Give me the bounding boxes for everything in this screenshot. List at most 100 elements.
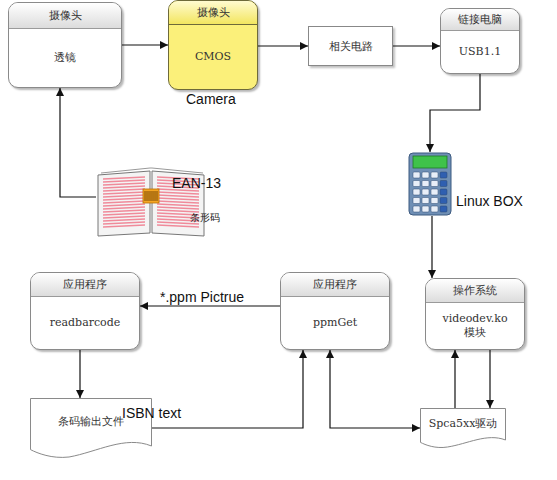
barcode-icon-bar (155, 191, 156, 201)
barcode-stripe (103, 195, 145, 197)
barcode-stripe (103, 225, 145, 227)
barcode-icon-bar (153, 191, 154, 201)
barcode-caption: EAN-13 (172, 175, 221, 191)
book-edge (101, 168, 203, 173)
box-header: 应用程序 (31, 273, 139, 297)
barcode-icon-bar (145, 191, 146, 201)
barcode-stripe (157, 198, 199, 200)
barcode-stripe (103, 216, 145, 218)
barcode-book: EAN-13条形码 (96, 165, 206, 237)
barcode-stripe (157, 201, 199, 203)
box-body-text: readbarcode (50, 316, 121, 330)
connector-arrow (330, 350, 420, 428)
connector-arrow (393, 45, 440, 46)
device-key (431, 181, 438, 187)
box-body-text: ppmGet (313, 316, 357, 330)
box-body-text: 透镜 (54, 51, 76, 65)
box-body: videodev.ko 模块 (426, 303, 524, 349)
barcode-stripe (103, 219, 145, 221)
connector-arrow (431, 216, 432, 278)
device-key (440, 206, 447, 212)
box-body-text: videodev.ko 模块 (439, 312, 511, 340)
box-heading: 操作系统 (453, 283, 497, 298)
connector-arrow (258, 45, 308, 46)
process-box: 操作系统 videodev.ko 模块 (425, 278, 525, 350)
connector-arrow (122, 44, 168, 45)
box-body: ppmGet (281, 297, 389, 349)
barcode-stripe (157, 192, 199, 194)
barcode-stripe (103, 180, 145, 182)
device-key (413, 198, 420, 204)
device-key (422, 189, 429, 195)
box-heading: 应用程序 (313, 277, 357, 292)
barcode-stripe (103, 198, 145, 200)
device-key (431, 189, 438, 195)
edge-label: ISBN text (122, 405, 181, 421)
device-key (431, 206, 438, 212)
device-label: Linux BOX (456, 193, 523, 209)
box-header: 应用程序 (281, 273, 389, 297)
document-body: Spca5xx驱动 (420, 408, 506, 439)
barcode-stripe (157, 225, 199, 227)
device-screen (413, 156, 447, 168)
device-key (422, 206, 429, 212)
barcode-stripe (103, 177, 145, 179)
book-page (98, 171, 150, 236)
barcode-caption: 条形码 (190, 211, 220, 225)
connector-arrow (79, 350, 80, 398)
box-body: USB1.1 (441, 31, 519, 73)
device-key (413, 206, 420, 212)
box-header: 摄像头 (9, 3, 121, 29)
box-heading: 链接电脑 (458, 12, 502, 27)
barcode-icon-bar (147, 191, 148, 201)
box-body-text: USB1.1 (459, 45, 501, 59)
annotation-label: Camera (186, 91, 236, 107)
barcode-stripe (157, 204, 199, 206)
box-header: 摄像头 (169, 1, 257, 25)
document-shape: Spca5xx驱动 (420, 408, 506, 448)
process-box: 链接电脑 USB1.1 (440, 8, 520, 74)
barcode-icon-bar (157, 191, 158, 201)
device-key (413, 189, 420, 195)
box-header: 操作系统 (426, 279, 524, 303)
barcode-stripe (103, 201, 145, 203)
device-key (422, 181, 429, 187)
barcode-stripe (103, 186, 145, 188)
device-key (440, 198, 447, 204)
document-text: Spca5xx驱动 (429, 416, 498, 431)
connector-arrow (60, 88, 96, 197)
device-key (413, 181, 420, 187)
barcode-stripe (103, 213, 145, 215)
barcode-stripe (103, 189, 145, 191)
device-body (409, 153, 451, 215)
box-header: 链接电脑 (441, 9, 519, 31)
device-key (440, 189, 447, 195)
box-body: readbarcode (31, 297, 139, 349)
box-body-text: CMOS (195, 50, 231, 64)
calculator-icon (408, 152, 452, 216)
barcode-stripe (103, 207, 145, 209)
process-box: 相关电路 (308, 26, 393, 66)
device-key (440, 172, 447, 178)
barcode-icon-bar (149, 191, 150, 201)
process-box: 摄像头 CMOS (168, 0, 258, 90)
barcode-stripe (157, 195, 199, 197)
barcode-stripe (103, 192, 145, 194)
device-key (413, 172, 420, 178)
edge-label: *.ppm Pictrue (160, 289, 244, 305)
barcode-stripe (103, 222, 145, 224)
barcode-stripe (157, 207, 199, 209)
device-key (431, 172, 438, 178)
document-path (421, 409, 506, 448)
device-key (422, 172, 429, 178)
process-box: 应用程序 ppmGet (280, 272, 390, 350)
box-heading: 摄像头 (49, 8, 82, 23)
barcode-stripe (103, 204, 145, 206)
barcode-stripe (103, 210, 145, 212)
device-key (422, 198, 429, 204)
barcode-stripe (103, 183, 145, 185)
device-key (440, 181, 447, 187)
document-text: 条码输出文件 (58, 414, 124, 429)
barcode-stripe (157, 210, 199, 212)
barcode-icon (143, 189, 159, 203)
